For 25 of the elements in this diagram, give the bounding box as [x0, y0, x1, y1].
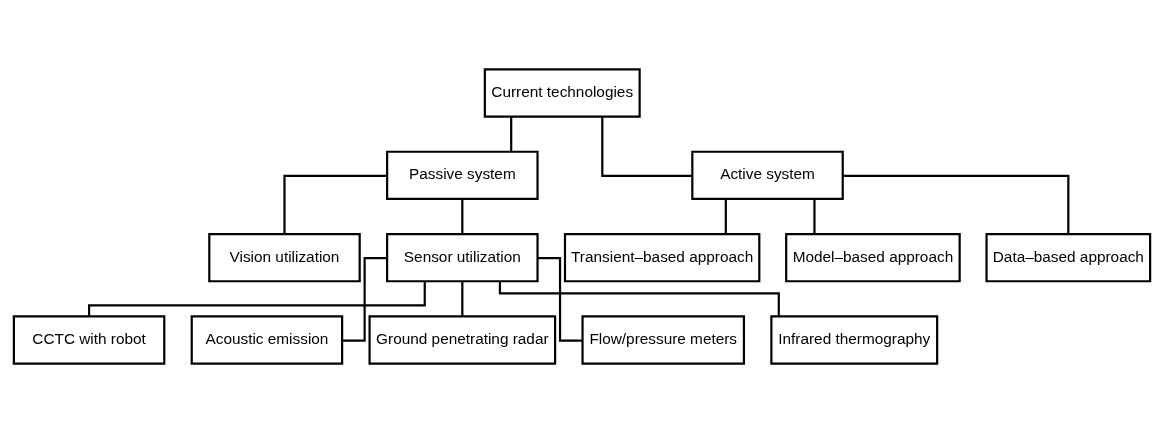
- connector: [88, 281, 426, 317]
- connector: [498, 281, 780, 317]
- node-box: Data–based approach: [985, 232, 1152, 283]
- node-box: Model–based approach: [785, 232, 961, 283]
- connector: [342, 257, 387, 342]
- node-box: Transient–based approach: [563, 232, 761, 283]
- connector: [537, 257, 583, 342]
- connector: [461, 281, 464, 317]
- node-box: Infrared thermography: [770, 315, 939, 365]
- node-box: Passive system: [386, 150, 539, 201]
- connector: [510, 116, 513, 152]
- connector: [601, 116, 693, 177]
- node-box: Current technologies: [483, 68, 641, 118]
- node-box: Acoustic emission: [190, 315, 344, 365]
- node-box: CCTC with robot: [12, 315, 166, 365]
- node-box: Vision utilization: [208, 232, 361, 283]
- connector: [813, 199, 816, 234]
- connector: [724, 199, 727, 234]
- connector: [843, 174, 1070, 234]
- node-box: Flow/pressure meters: [581, 315, 746, 365]
- node-box: Sensor utilization: [386, 232, 539, 283]
- node-box: Ground penetrating radar: [368, 315, 557, 365]
- node-box: Active system: [691, 150, 844, 201]
- connector: [283, 174, 387, 234]
- connector: [461, 199, 464, 234]
